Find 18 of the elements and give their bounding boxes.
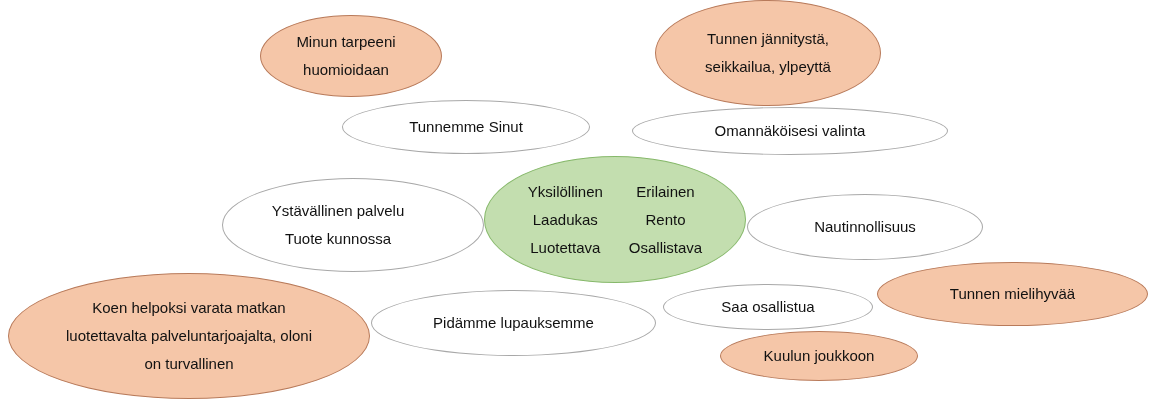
bubble-text: Ystävällinen palvelu bbox=[271, 201, 405, 221]
bubble-text: Minun tarpeeni huomioidaan bbox=[295, 32, 397, 80]
bubble-text: Osallistava bbox=[628, 237, 703, 258]
bubble-text: Nautinnollisuus bbox=[814, 217, 916, 237]
bubble-text: Tunnen mielihyvää bbox=[949, 284, 1076, 304]
bubble-text: Erilainen bbox=[635, 181, 696, 202]
bubble-text: Yksilöllinen bbox=[527, 181, 603, 202]
bubble-text: Kuulun joukkoon bbox=[763, 346, 875, 366]
bubble-text: Tunnen jännitystä, seikkailua, ylpeyttä bbox=[704, 29, 832, 77]
bubble-text: Tuote kunnossa bbox=[284, 229, 392, 249]
bubble-text: Koen helpoksi varata matkan luotettavalta palveluntarjoajalta, oloni on turvallinen bbox=[65, 298, 313, 374]
bubble-text: Rento bbox=[644, 209, 687, 230]
bubble-text: Laadukas bbox=[531, 209, 599, 230]
bubble-text: Omannäköisesi valinta bbox=[714, 121, 866, 141]
bubble-text: Tunnemme Sinut bbox=[409, 117, 523, 137]
bubble-text: Luotettava bbox=[529, 237, 602, 258]
bubble-text: Saa osallistua bbox=[721, 297, 815, 317]
bubble-text: Pidämme lupauksemme bbox=[433, 313, 594, 333]
